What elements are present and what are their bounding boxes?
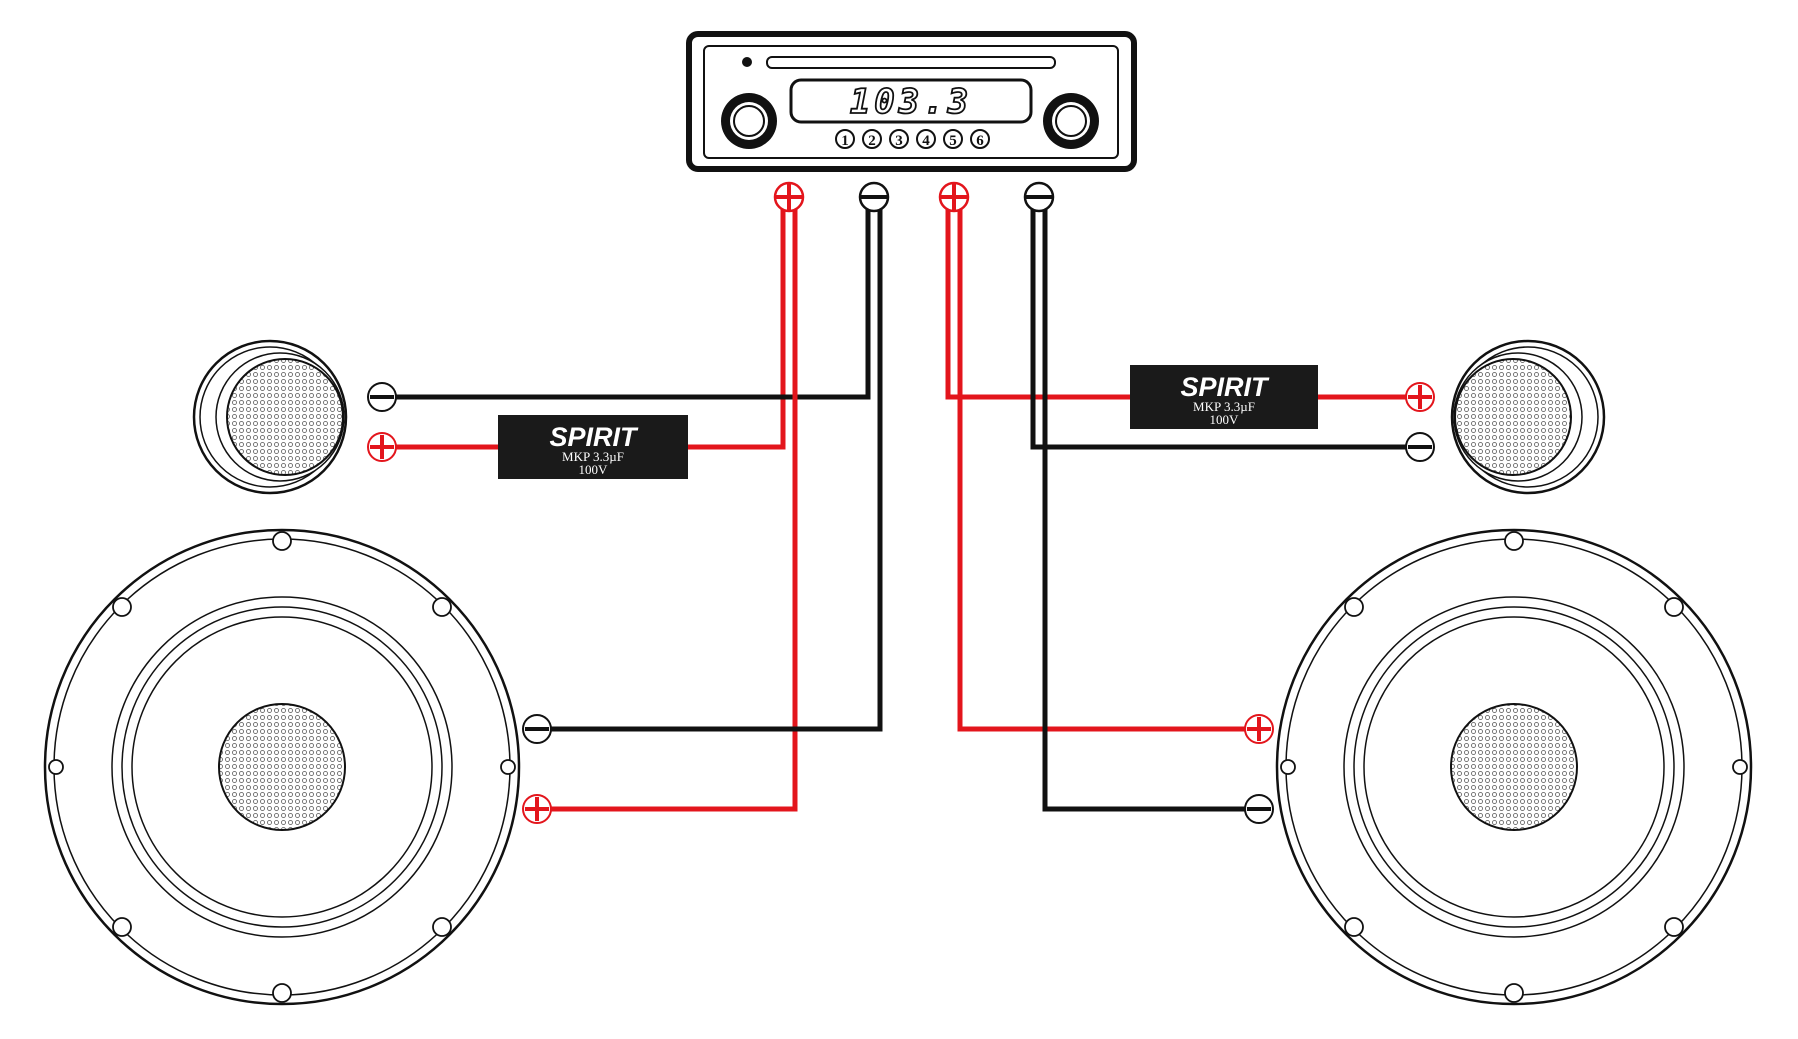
capacitor-brand: SPIRIT [549,422,639,452]
plus-circle-icon[interactable] [522,794,552,824]
svg-text:5: 5 [949,133,957,149]
right-woofer [1244,528,1753,1006]
wire-left-tweeter-negative [392,209,871,400]
terminal-left-negative[interactable] [858,181,890,213]
volume-knob[interactable] [721,93,777,149]
plus-circle-icon[interactable] [1405,382,1435,412]
preset-button-5[interactable]: 5 [943,129,963,149]
preset-button-2[interactable]: 2 [862,129,882,149]
terminal-left-positive[interactable]: + [0,0,805,213]
svg-text:2: 2 [868,133,876,149]
preset-buttons: 1 2 3 4 5 6 [835,129,990,149]
left-tweeter [192,339,397,495]
capacitor-voltage: 100V [1210,412,1240,427]
plus-circle-icon[interactable] [367,432,397,462]
capacitor-voltage: 100V [579,462,609,477]
tuner-knob[interactable] [1043,93,1099,149]
svg-text:6: 6 [976,133,984,149]
preset-button-6[interactable]: 6 [970,129,990,149]
mounting-holes [48,531,516,1003]
svg-text:3: 3 [895,133,903,149]
minus-circle-icon[interactable] [1405,432,1435,462]
head-unit: 103.3 1 2 3 [686,31,1137,172]
minus-circle-icon[interactable] [1244,794,1274,824]
woofer-dust-cap [1450,703,1578,831]
tweeter-grille [1454,358,1572,476]
terminal-right-negative[interactable] [1023,181,1055,213]
left-woofer [43,528,552,1006]
svg-text:4: 4 [922,133,930,149]
wire-right-woofer-negative [1042,209,1248,812]
power-indicator [742,57,752,67]
wire-right-tweeter-negative [1030,209,1410,450]
plus-circle-icon[interactable] [1244,714,1274,744]
left-capacitor: SPIRIT MKP 3.3µF 100V [498,415,688,479]
wire-right-tweeter-positive [945,209,1133,400]
tweeter-grille [226,358,344,476]
woofer-dust-cap [218,703,346,831]
preset-button-1[interactable]: 1 [835,129,855,149]
capacitor-spec: MKP 3.3µF [1193,399,1255,414]
minus-circle-icon[interactable] [367,382,397,412]
frequency-readout: 103.3 [850,82,972,122]
right-capacitor: SPIRIT MKP 3.3µF 100V [1130,365,1318,429]
preset-button-3[interactable]: 3 [889,129,909,149]
mounting-holes [1280,531,1748,1003]
wire-right-woofer-positive [957,209,1248,732]
capacitor-spec: MKP 3.3µF [562,449,624,464]
terminal-right-positive[interactable] [938,181,970,213]
wire-left-tweeter-positive [687,209,786,450]
preset-button-4[interactable]: 4 [916,129,936,149]
display [789,78,1033,124]
wire-left-woofer-positive [546,209,798,812]
cd-slot [766,56,1056,69]
head-unit-terminals: + [0,0,1055,213]
wires [392,209,1410,812]
minus-circle-icon[interactable] [522,714,552,744]
right-tweeter [1405,339,1606,495]
wire-left-woofer-negative [546,209,883,732]
svg-text:1: 1 [841,133,849,149]
capacitor-brand: SPIRIT [1180,372,1270,402]
